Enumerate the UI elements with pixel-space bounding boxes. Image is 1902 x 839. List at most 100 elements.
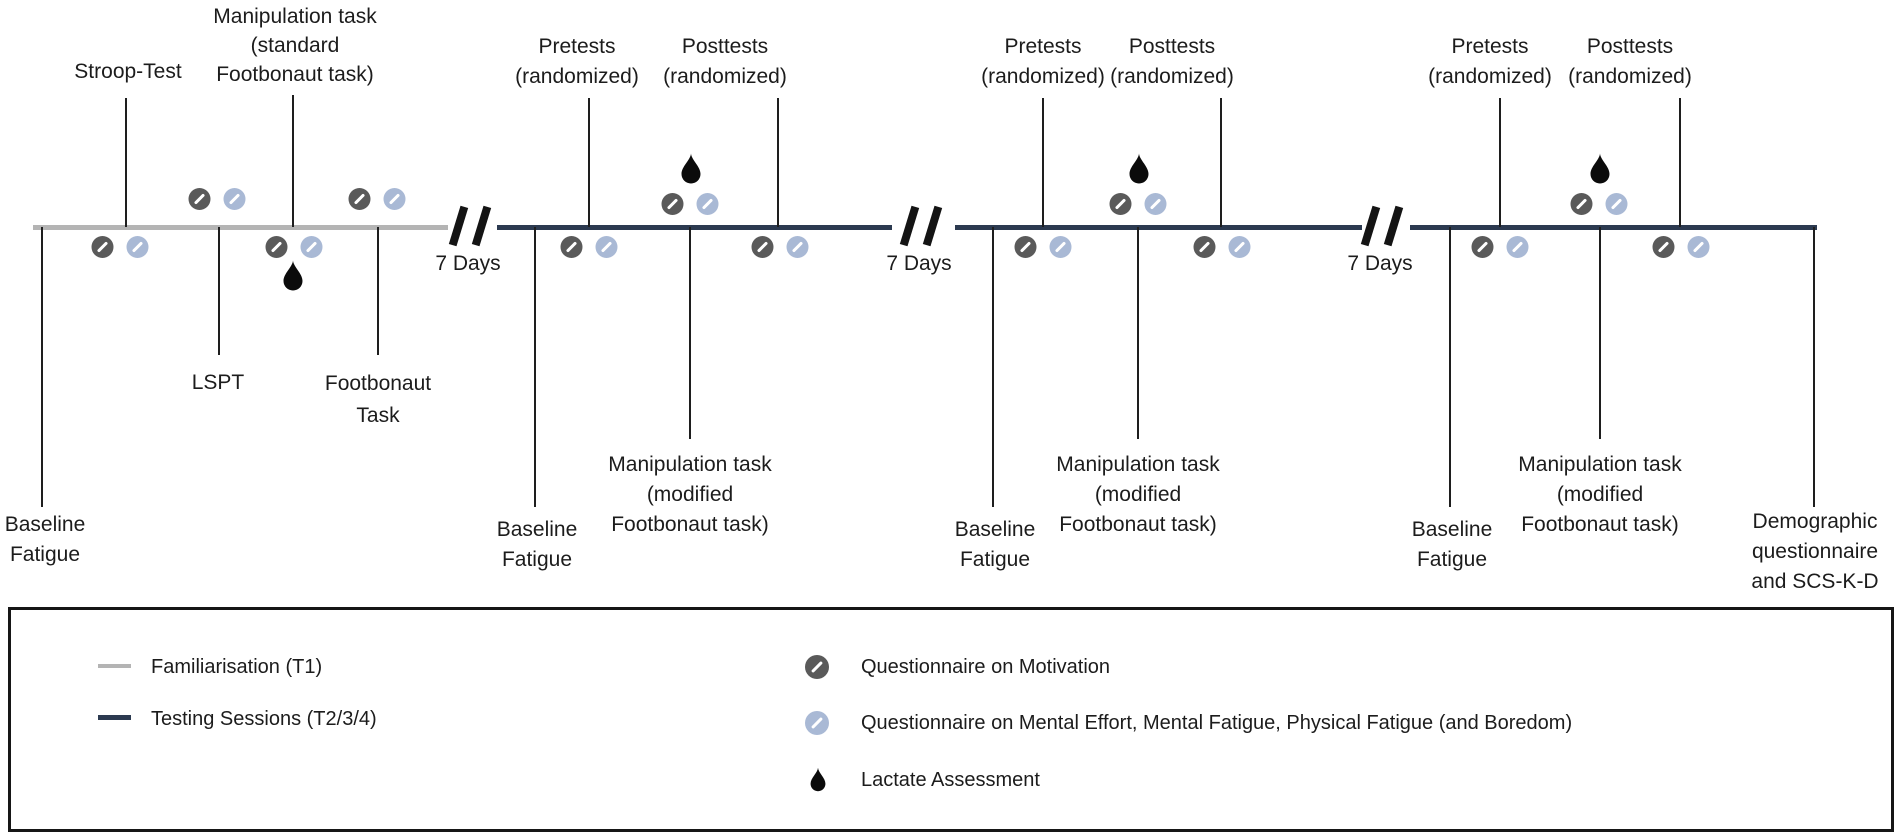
motivation-questionnaire-icon bbox=[805, 655, 829, 679]
motivation-questionnaire-icon bbox=[751, 236, 774, 258]
baseline-fatigue-label: Baseline Fatigue bbox=[1412, 515, 1493, 575]
posttests-label: Posttests (randomized) bbox=[663, 32, 787, 92]
legend-mental-label: Questionnaire on Mental Effort, Mental F… bbox=[861, 712, 1573, 734]
questionnaire-icon-pair bbox=[751, 236, 809, 258]
label-line: Pretests bbox=[1004, 35, 1082, 58]
mental-effort-questionnaire-icon bbox=[300, 236, 323, 258]
questionnaire-icon-pair bbox=[188, 188, 246, 210]
label-line: Posttests bbox=[1586, 35, 1674, 58]
label-line: Pretests bbox=[1451, 35, 1529, 58]
label-line: Manipulation task bbox=[1056, 453, 1220, 476]
label-line: (randomized) bbox=[981, 65, 1105, 88]
legend-box: Familiarisation (T1) Testing Sessions (T… bbox=[8, 607, 1894, 832]
timeline-break-icon bbox=[1360, 205, 1404, 247]
pretests-tick bbox=[1499, 98, 1501, 227]
questionnaire-icon-pair bbox=[348, 188, 406, 210]
questionnaire-icon-pair bbox=[1471, 236, 1529, 258]
seven-days-label: 7 Days bbox=[1347, 252, 1413, 275]
baseline-fatigue-tick bbox=[1449, 227, 1451, 507]
label-line: (randomized) bbox=[1110, 65, 1234, 88]
label-line: Task bbox=[356, 404, 400, 427]
label-line: Fatigue bbox=[9, 543, 81, 566]
label-line: Baseline bbox=[954, 518, 1036, 541]
mental-effort-questionnaire-icon bbox=[696, 193, 719, 215]
testing-line-swatch bbox=[98, 715, 131, 720]
posttests-label: Posttests (randomized) bbox=[1110, 32, 1234, 92]
motivation-questionnaire-icon bbox=[1014, 236, 1037, 258]
baseline-fatigue-tick bbox=[992, 227, 994, 507]
mental-effort-questionnaire-icon bbox=[223, 188, 246, 210]
legend-familiarisation-label: Familiarisation (T1) bbox=[151, 656, 323, 678]
label-line: Manipulation task bbox=[213, 5, 377, 28]
label-line: Fatigue bbox=[959, 548, 1031, 571]
questionnaire-icon-pair bbox=[560, 236, 618, 258]
lactate-drop-icon bbox=[282, 260, 305, 291]
questionnaire-icon-pair bbox=[1193, 236, 1251, 258]
questionnaire-icon-pair bbox=[1570, 193, 1628, 215]
pretests-label: Pretests (randomized) bbox=[515, 32, 639, 92]
label-line: (randomized) bbox=[515, 65, 639, 88]
pretests-tick bbox=[588, 98, 590, 227]
mental-effort-questionnaire-icon bbox=[595, 236, 618, 258]
motivation-questionnaire-icon bbox=[265, 236, 288, 258]
testing-timeline-t2 bbox=[497, 225, 892, 230]
label-line: (randomized) bbox=[663, 65, 787, 88]
label-line: Manipulation task bbox=[1518, 453, 1682, 476]
mental-effort-questionnaire-icon bbox=[1506, 236, 1529, 258]
mental-effort-questionnaire-icon bbox=[786, 236, 809, 258]
label-line: Footbonaut task) bbox=[1059, 513, 1217, 536]
stroop-test-tick bbox=[125, 98, 127, 227]
label-line: Fatigue bbox=[501, 548, 573, 571]
demographic-questionnaire-label: Demographic questionnaire and SCS-K-D bbox=[1751, 507, 1878, 597]
label-line: Posttests bbox=[1128, 35, 1216, 58]
lactate-drop-icon bbox=[809, 767, 827, 792]
label-line: (modified bbox=[1556, 483, 1644, 506]
motivation-questionnaire-icon bbox=[91, 236, 114, 258]
questionnaire-icon-pair bbox=[91, 236, 149, 258]
questionnaire-icon-pair bbox=[1014, 236, 1072, 258]
legend-testing-label: Testing Sessions (T2/3/4) bbox=[151, 708, 377, 730]
footbonaut-task-tick bbox=[377, 227, 379, 355]
label-line: Demographic bbox=[1752, 510, 1878, 533]
seven-days-label: 7 Days bbox=[886, 252, 952, 275]
posttests-tick bbox=[777, 98, 779, 227]
demographic-questionnaire-tick bbox=[1813, 227, 1815, 507]
pretests-label: Pretests (randomized) bbox=[1428, 32, 1552, 92]
testing-timeline-t4 bbox=[1410, 225, 1817, 230]
questionnaire-icon-pair bbox=[1109, 193, 1167, 215]
testing-timeline-t3 bbox=[955, 225, 1362, 230]
pretests-tick bbox=[1042, 98, 1044, 227]
label-line: Footbonaut bbox=[324, 372, 432, 395]
motivation-questionnaire-icon bbox=[661, 193, 684, 215]
label-line: Pretests bbox=[538, 35, 616, 58]
questionnaire-icon-pair bbox=[265, 236, 323, 258]
label-line: Baseline bbox=[1411, 518, 1493, 541]
posttests-label: Posttests (randomized) bbox=[1568, 32, 1692, 92]
label-line: and SCS-K-D bbox=[1751, 570, 1879, 593]
motivation-questionnaire-icon bbox=[348, 188, 371, 210]
baseline-fatigue-label: Baseline Fatigue bbox=[5, 510, 86, 570]
baseline-fatigue-label: Baseline Fatigue bbox=[497, 515, 578, 575]
manipulation-task-modified-label: Manipulation task (modified Footbonaut t… bbox=[1518, 450, 1681, 540]
motivation-questionnaire-icon bbox=[1570, 193, 1593, 215]
lspt-tick bbox=[218, 227, 220, 355]
motivation-questionnaire-icon bbox=[1193, 236, 1216, 258]
label-line: Footbonaut task) bbox=[216, 63, 374, 86]
label-line: Posttests bbox=[681, 35, 769, 58]
label-line: (modified bbox=[646, 483, 734, 506]
label-line: questionnaire bbox=[1751, 540, 1879, 563]
mental-effort-questionnaire-icon bbox=[126, 236, 149, 258]
label-line: (modified bbox=[1094, 483, 1182, 506]
timeline-break-icon bbox=[899, 205, 943, 247]
lactate-drop-icon bbox=[680, 153, 703, 184]
label-line: (randomized) bbox=[1428, 65, 1552, 88]
seven-days-label: 7 Days bbox=[435, 252, 501, 275]
lactate-drop-icon bbox=[1128, 153, 1151, 184]
label-line: Manipulation task bbox=[608, 453, 772, 476]
manipulation-task-tick bbox=[292, 95, 294, 227]
mental-effort-questionnaire-icon bbox=[1605, 193, 1628, 215]
baseline-fatigue-tick bbox=[534, 227, 536, 507]
lspt-label: LSPT bbox=[191, 371, 245, 394]
stroop-test-label: Stroop-Test bbox=[74, 60, 182, 83]
mental-effort-questionnaire-icon bbox=[1144, 193, 1167, 215]
